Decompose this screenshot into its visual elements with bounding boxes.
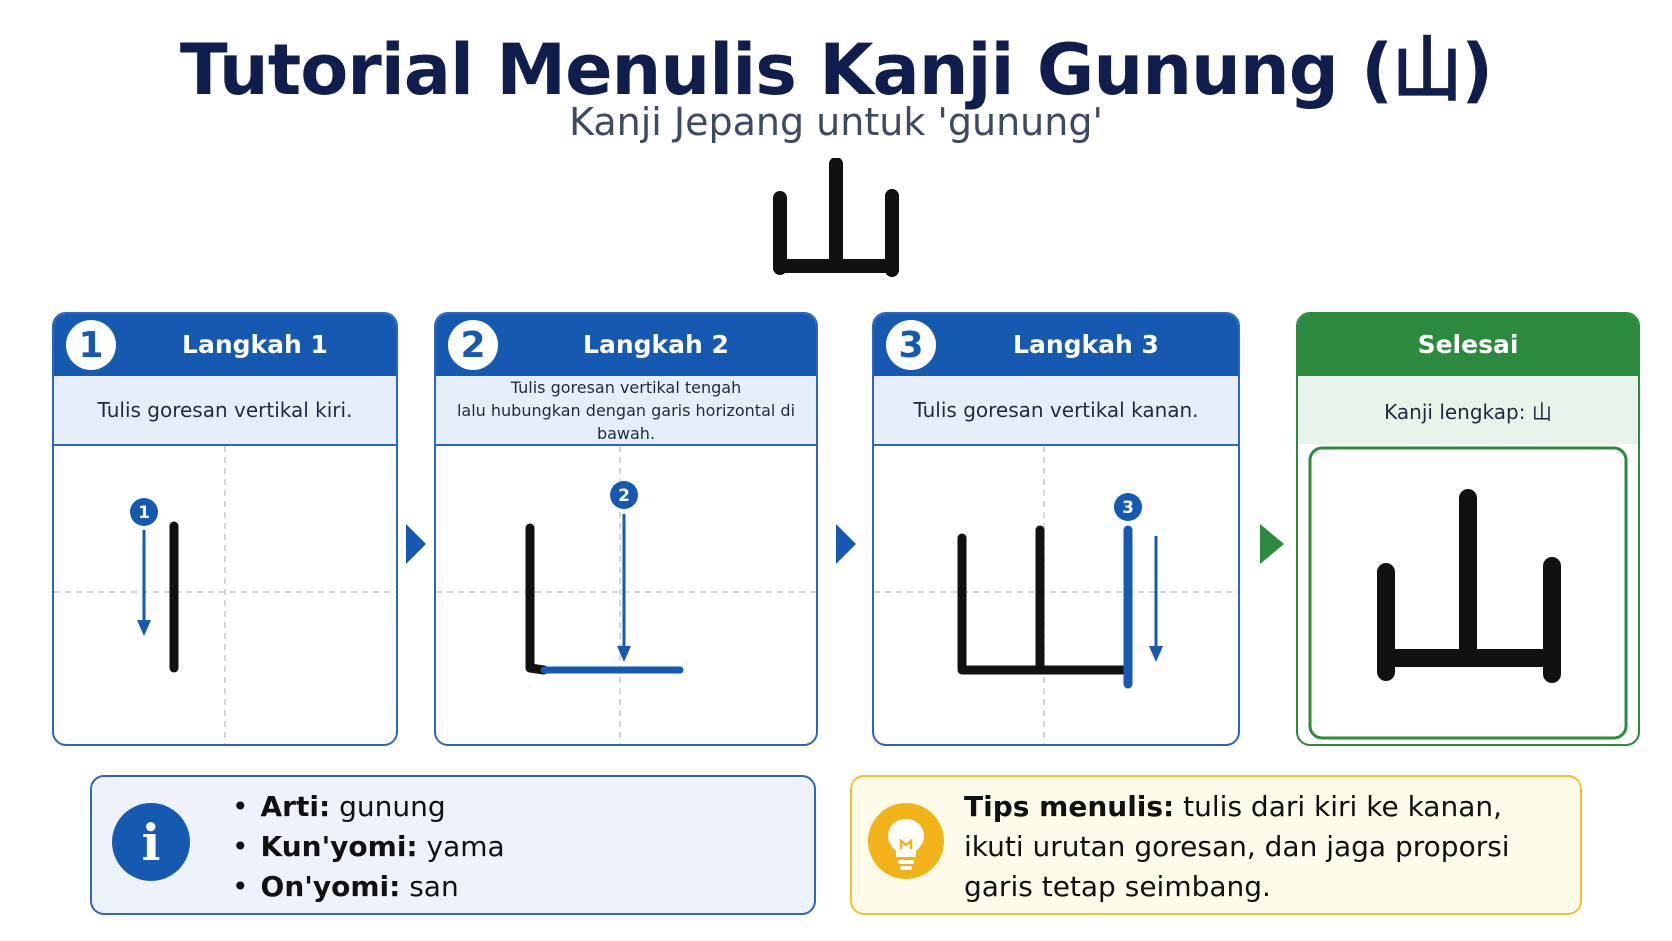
step-card-2: 2 Langkah 2 Tulis goresan vertikal tenga… <box>434 312 818 746</box>
practice-grid: 2 <box>436 446 816 744</box>
next-step-arrow <box>404 522 428 570</box>
stroke-direction-arrow <box>1149 536 1163 662</box>
step-header: 1 Langkah 1 <box>54 314 396 376</box>
step-header: 3 Langkah 3 <box>874 314 1238 376</box>
info-value: gunung <box>339 790 446 823</box>
info-value: yama <box>426 830 505 863</box>
info-icon: i <box>112 803 190 881</box>
complete-card: Selesai Kanji lengkap: 山 <box>1296 312 1640 746</box>
tips-body: tulis dari kiri ke kanan, ikuti urutan g… <box>964 790 1510 903</box>
step-header: 2 Langkah 2 <box>436 314 816 376</box>
step-number-badge: 1 <box>66 320 116 370</box>
page-subtitle: Kanji Jepang untuk 'gunung' <box>569 100 1103 144</box>
tips-key: Tips menulis: <box>964 790 1175 823</box>
step-description-line: lalu hubungkan dengan garis horizontal d… <box>456 400 796 443</box>
lightbulb-icon <box>868 803 944 879</box>
page-title: Tutorial Menulis Kanji Gunung (山) <box>179 29 1493 111</box>
complete-description: Kanji lengkap: 山 <box>1298 376 1638 444</box>
info-item: Arti: gunung <box>232 787 505 827</box>
info-box: i Arti: gunung Kun'yomi: yama On'yomi: s… <box>90 775 816 915</box>
info-key: Arti: <box>260 790 331 823</box>
svg-text:1: 1 <box>138 503 150 523</box>
step-card-3: 3 Langkah 3 Tulis goresan vertikal kanan… <box>872 312 1240 746</box>
stroke-direction-arrow <box>137 530 151 636</box>
step-number-badge: 3 <box>886 320 936 370</box>
next-step-arrow <box>1258 522 1286 570</box>
svg-text:3: 3 <box>1122 498 1134 518</box>
info-key: On'yomi: <box>260 870 401 903</box>
practice-grid: 3 <box>874 446 1238 744</box>
step-label: Langkah 3 <box>1013 330 1159 359</box>
practice-grid: 1 <box>54 446 396 744</box>
info-key: Kun'yomi: <box>260 830 418 863</box>
next-step-arrow <box>834 522 858 570</box>
stroke-direction-arrow <box>617 514 631 662</box>
final-kanji-panel <box>1308 446 1628 740</box>
info-list: Arti: gunung Kun'yomi: yama On'yomi: san <box>232 787 505 907</box>
complete-header: Selesai <box>1298 314 1638 376</box>
tips-text: Tips menulis: tulis dari kiri ke kanan, … <box>964 787 1564 907</box>
svg-text:2: 2 <box>618 486 630 506</box>
step-description-line: Tulis goresan vertikal tengah <box>510 377 742 397</box>
tips-box: Tips menulis: tulis dari kiri ke kanan, … <box>850 775 1582 915</box>
complete-label: Selesai <box>1417 330 1519 359</box>
info-value: san <box>409 870 459 903</box>
step-number-badge: 2 <box>448 320 498 370</box>
step-label: Langkah 1 <box>182 330 328 359</box>
step-description: Tulis goresan vertikal tengah lalu hubun… <box>436 376 816 446</box>
step-label: Langkah 2 <box>583 330 729 359</box>
step-card-1: 1 Langkah 1 Tulis goresan vertikal kiri.… <box>52 312 398 746</box>
step-description: Tulis goresan vertikal kiri. <box>54 376 396 446</box>
hero-kanji-drawing <box>773 158 899 277</box>
step-description: Tulis goresan vertikal kanan. <box>874 376 1238 446</box>
info-item: On'yomi: san <box>232 867 505 907</box>
info-item: Kun'yomi: yama <box>232 827 505 867</box>
